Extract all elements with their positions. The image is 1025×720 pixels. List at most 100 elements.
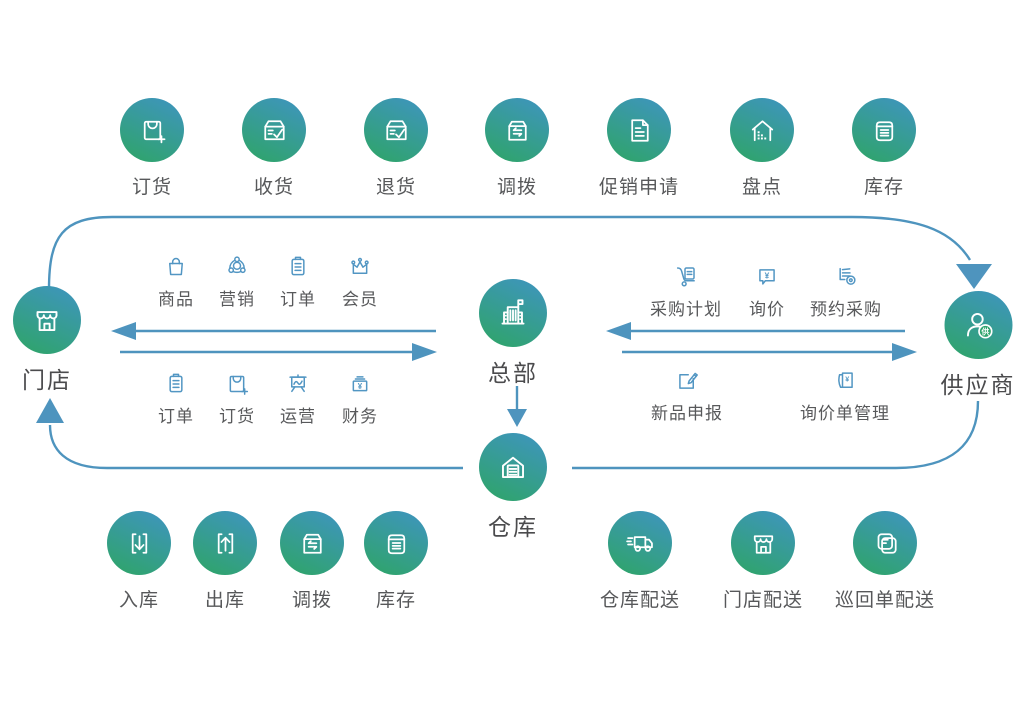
inbound-icon — [107, 511, 171, 575]
module-ordering: 订货 — [219, 369, 255, 427]
hub-headquarters: 总部 — [479, 279, 547, 388]
module-goods: 商品 — [158, 252, 194, 310]
purchase-plan-trolley-icon — [671, 262, 701, 292]
node-label: 退货 — [375, 177, 416, 198]
order-doc-icon — [161, 369, 191, 399]
arrowhead-right-hq — [412, 343, 437, 361]
module-purchase-plan: 采购计划 — [650, 262, 722, 320]
module-label: 会员 — [342, 290, 378, 309]
node-label: 仓库配送 — [599, 590, 681, 611]
module-inquiry: ¥ 询价 — [749, 262, 785, 320]
hub-label: 总部 — [488, 360, 538, 386]
module-label: 订单 — [280, 290, 316, 309]
node-label: 出库 — [204, 590, 245, 611]
loop-top-store-to-supplier — [47, 215, 972, 290]
node-outbound: 出库 — [193, 511, 257, 612]
node-return-goods: 退货 — [364, 98, 428, 199]
module-label: 订货 — [219, 407, 255, 426]
node-label: 订货 — [131, 177, 172, 198]
node-stocktake: 盘点 — [730, 98, 794, 199]
module-label: 预约采购 — [810, 300, 882, 319]
order-bag-plus-icon — [120, 98, 184, 162]
module-label: 订单 — [158, 407, 194, 426]
inventory-container-icon — [852, 98, 916, 162]
svg-text:供: 供 — [980, 326, 989, 336]
order-bag-plus-icon — [222, 369, 252, 399]
module-marketing: 营销 — [219, 252, 255, 310]
receive-box-check-icon — [242, 98, 306, 162]
module-label: 询价 — [749, 300, 785, 319]
loop-bottom-supplier-to-warehouse — [572, 400, 980, 470]
hub-store: 门店 — [13, 286, 81, 395]
node-warehouse-delivery: 仓库配送 — [600, 511, 680, 612]
supplier-person-icon: 供 — [944, 291, 1012, 359]
scheduled-purchase-icon — [831, 262, 861, 292]
node-transfer: 调拨 — [485, 98, 549, 199]
promotion-doc-icon — [606, 98, 671, 162]
node-label: 盘点 — [741, 177, 782, 198]
hub-supplier: 供 供应商 — [941, 291, 1016, 400]
module-orders-2: 订单 — [158, 369, 194, 427]
arrowhead-into-warehouse — [507, 409, 527, 427]
module-label: 新品申报 — [651, 404, 723, 423]
stocktake-warehouse-icon — [730, 98, 794, 162]
module-label: 运营 — [280, 407, 316, 426]
node-receive-goods: 收货 — [242, 98, 306, 199]
node-label: 收货 — [253, 177, 294, 198]
node-label: 调拨 — [291, 590, 332, 611]
inquiry-bubble-yen-icon: ¥ — [759, 269, 775, 285]
inquiry-doc-yen-icon: ¥ — [838, 372, 853, 388]
module-label: 询价单管理 — [800, 404, 890, 423]
outbound-icon — [193, 511, 257, 575]
node-inventory: 库存 — [852, 98, 916, 199]
node-label: 入库 — [118, 590, 159, 611]
delivery-truck-icon — [607, 511, 672, 575]
finance-cashbox-icon: ¥ — [352, 376, 368, 392]
arrowhead-right-supplier — [892, 343, 917, 361]
docs-stack-icon — [852, 511, 917, 575]
arrowhead-into-store — [36, 398, 64, 423]
svg-text:¥: ¥ — [358, 382, 363, 391]
new-product-pencil-icon — [672, 366, 702, 396]
node-label: 巡回单配送 — [834, 590, 936, 611]
svg-text:¥: ¥ — [765, 271, 770, 281]
storefront-icon — [13, 286, 81, 354]
node-tour-delivery: 巡回单配送 — [835, 511, 935, 612]
transfer-box-icon — [485, 98, 549, 162]
module-orders: 订单 — [280, 252, 316, 310]
module-scheduled-purchase: 预约采购 — [810, 262, 882, 320]
node-label: 调拨 — [496, 177, 537, 198]
goods-bag-icon — [161, 252, 191, 282]
node-label: 库存 — [863, 177, 904, 198]
hub-label: 门店 — [22, 367, 72, 393]
node-order-goods: 订货 — [120, 98, 184, 199]
arrowhead-left-store — [111, 322, 136, 340]
member-crown-icon — [345, 252, 375, 282]
node-transfer-wh: 调拨 — [280, 511, 344, 612]
module-new-product-declare: 新品申报 — [651, 366, 723, 424]
inventory-container-icon — [364, 511, 428, 575]
module-inquiry-doc-manage: ¥ 询价单管理 — [800, 366, 890, 424]
module-finance: ¥ 财务 — [342, 369, 378, 427]
svg-text:¥: ¥ — [845, 375, 849, 383]
hub-label: 供应商 — [940, 372, 1016, 398]
node-label: 库存 — [375, 590, 416, 611]
hq-building-icon — [479, 279, 547, 347]
warehouse-garage-icon — [479, 433, 547, 501]
arrowhead-into-supplier — [956, 264, 992, 289]
loop-bottom-warehouse-to-store — [48, 424, 463, 470]
node-label: 促销申请 — [598, 177, 680, 198]
order-doc-icon — [283, 252, 313, 282]
node-label: 门店配送 — [722, 590, 804, 611]
module-label: 营销 — [219, 290, 255, 309]
module-label: 商品 — [158, 290, 194, 309]
module-members: 会员 — [342, 252, 378, 310]
marketing-network-icon — [222, 252, 252, 282]
hub-warehouse: 仓库 — [479, 433, 547, 542]
arrowhead-left-hq — [606, 322, 631, 340]
node-store-delivery: 门店配送 — [723, 511, 803, 612]
node-promotion-request: 促销申请 — [599, 98, 679, 199]
module-operations: 运营 — [280, 369, 316, 427]
